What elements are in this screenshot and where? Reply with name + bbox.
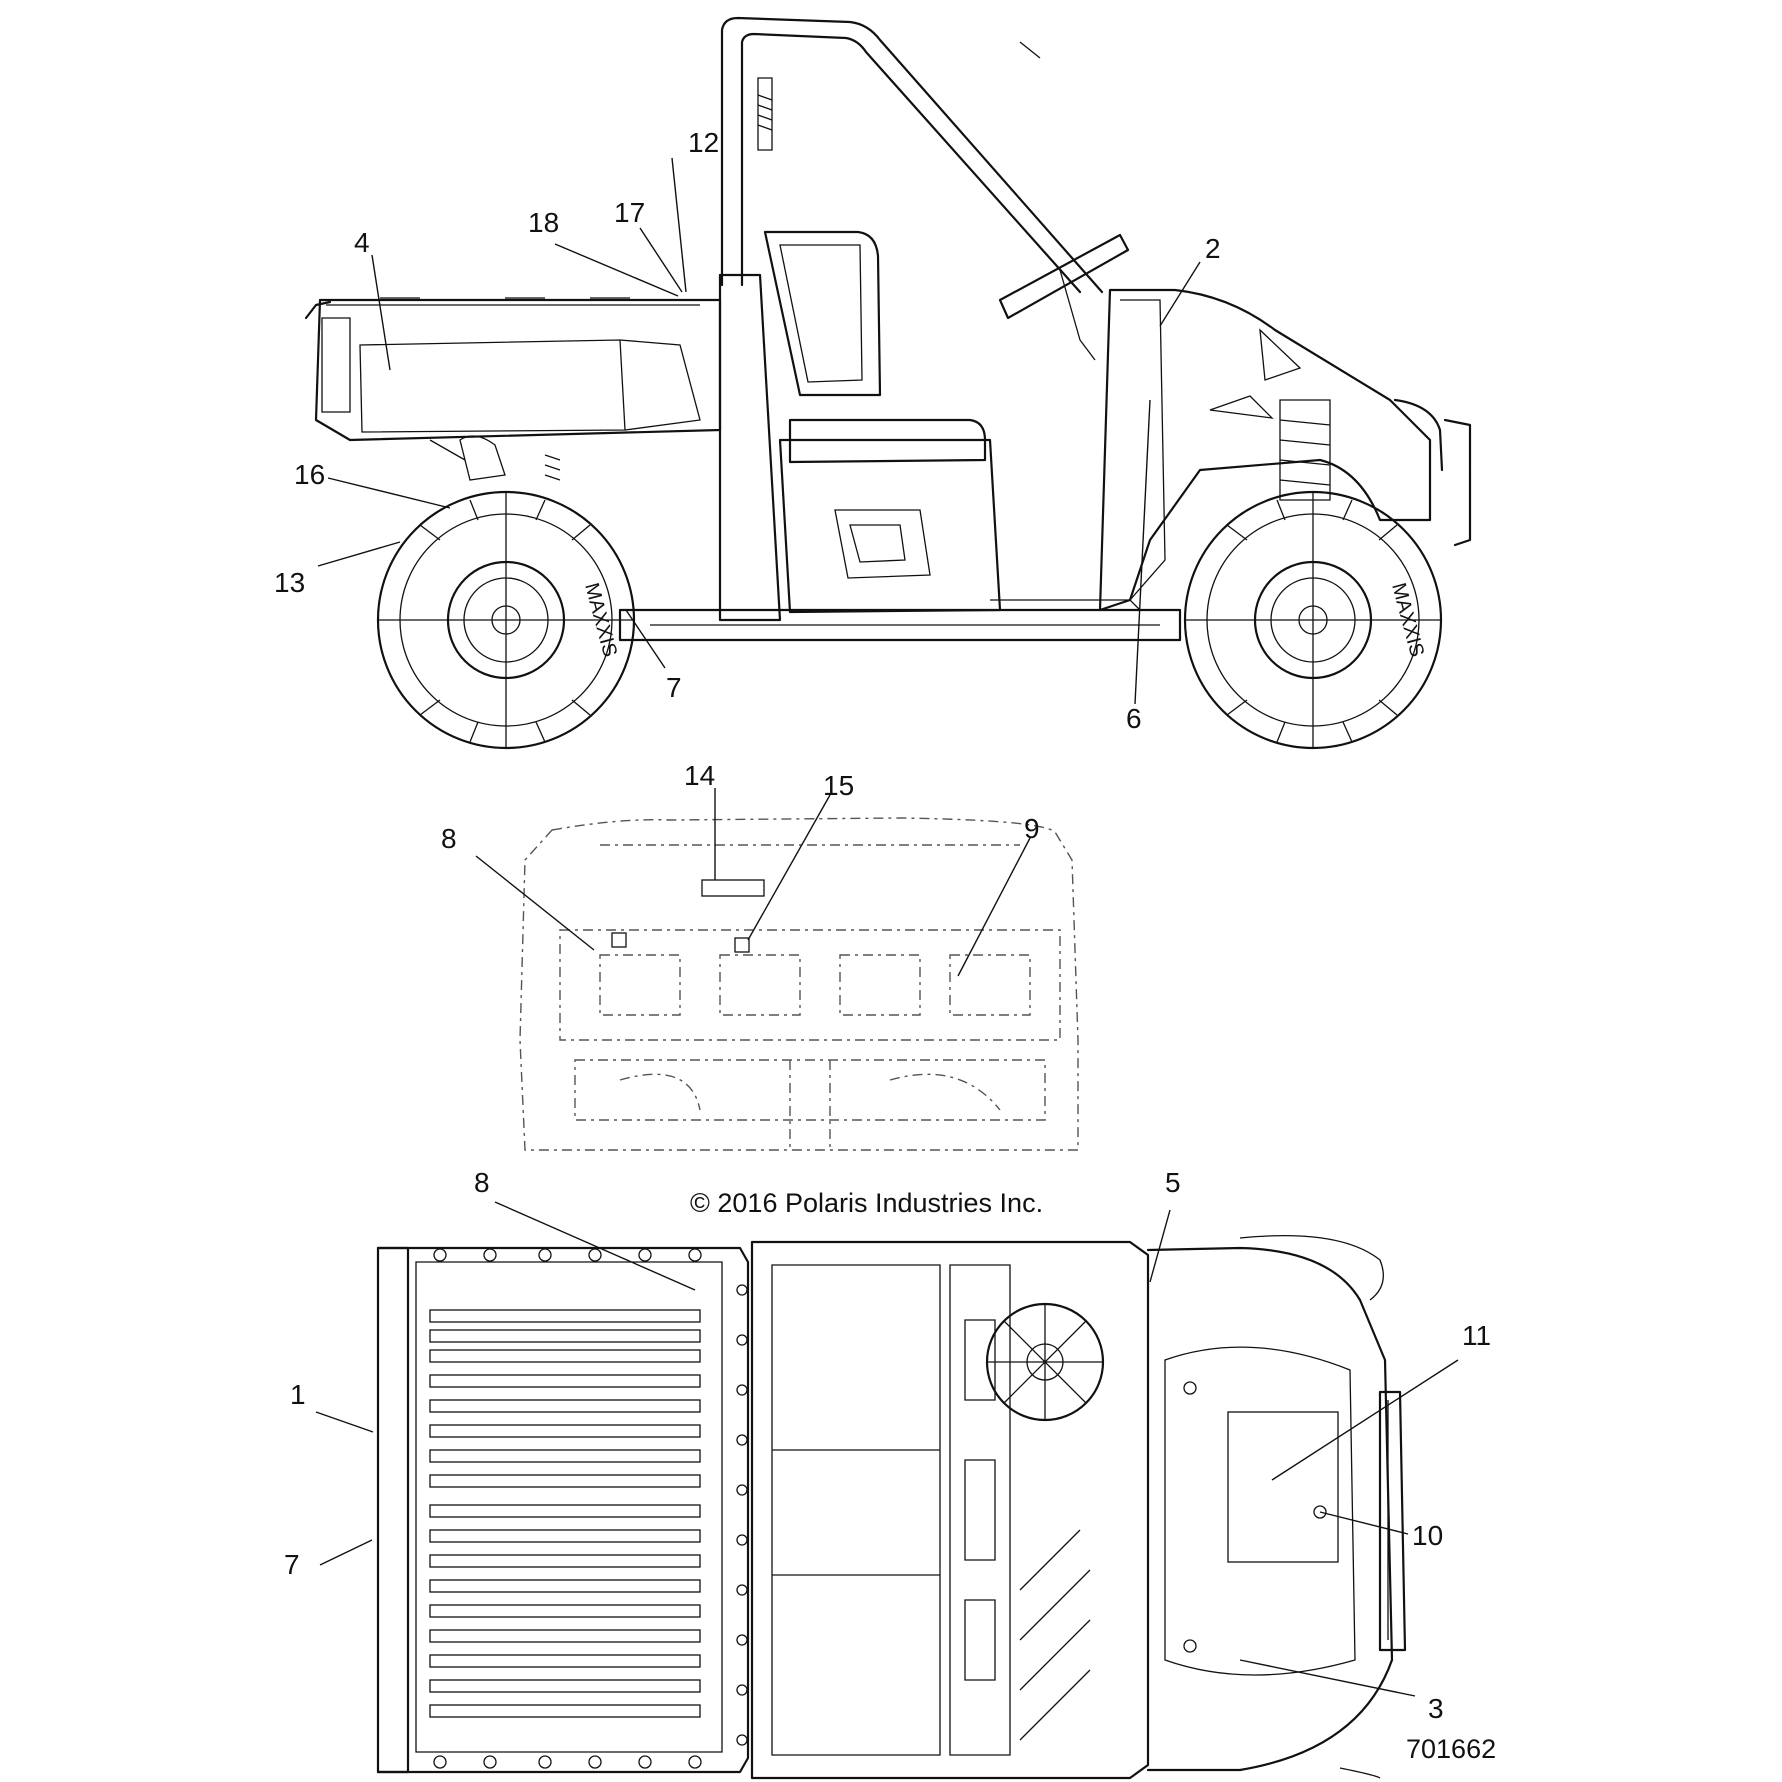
callout-7-top: 7 (284, 1549, 300, 1580)
bed-tie-downs (433, 1248, 748, 1769)
callout-15: 15 (823, 770, 854, 801)
bed-slats (429, 1309, 701, 1718)
callout-16: 16 (294, 459, 325, 490)
top-view-vehicle (376, 1234, 1407, 1780)
callout-6: 6 (1126, 703, 1142, 734)
top-view-leaders (315, 1201, 1459, 1697)
callout-13: 13 (274, 567, 305, 598)
callout-5: 5 (1165, 1167, 1181, 1198)
callout-14: 14 (684, 760, 715, 791)
callout-8-mid: 8 (441, 823, 457, 854)
callout-9: 9 (1024, 813, 1040, 844)
callout-2: 2 (1205, 233, 1221, 264)
callout-4: 4 (354, 227, 370, 258)
callout-3: 3 (1428, 1693, 1444, 1724)
callout-8-top: 8 (474, 1167, 490, 1198)
callout-17: 17 (614, 197, 645, 228)
side-view-leaders (317, 157, 1201, 705)
callout-labels: 12 17 18 4 2 16 13 7 6 14 15 9 8 8 5 11 … (274, 127, 1491, 1724)
callout-18: 18 (528, 207, 559, 238)
callout-11: 11 (1462, 1320, 1491, 1351)
underside-dashed-view (475, 788, 1079, 1151)
callout-1: 1 (290, 1379, 306, 1410)
callout-10: 10 (1412, 1520, 1443, 1551)
side-view-vehicle (304, 16, 1472, 642)
diagram-part-number: 701662 (1406, 1734, 1496, 1764)
callout-12: 12 (688, 127, 719, 158)
rear-wheel: MAXXIS (376, 490, 636, 750)
front-wheel: MAXXIS (1183, 490, 1443, 750)
copyright-notice: © 2016 Polaris Industries Inc. (690, 1188, 1043, 1218)
callout-7-side: 7 (666, 672, 682, 703)
